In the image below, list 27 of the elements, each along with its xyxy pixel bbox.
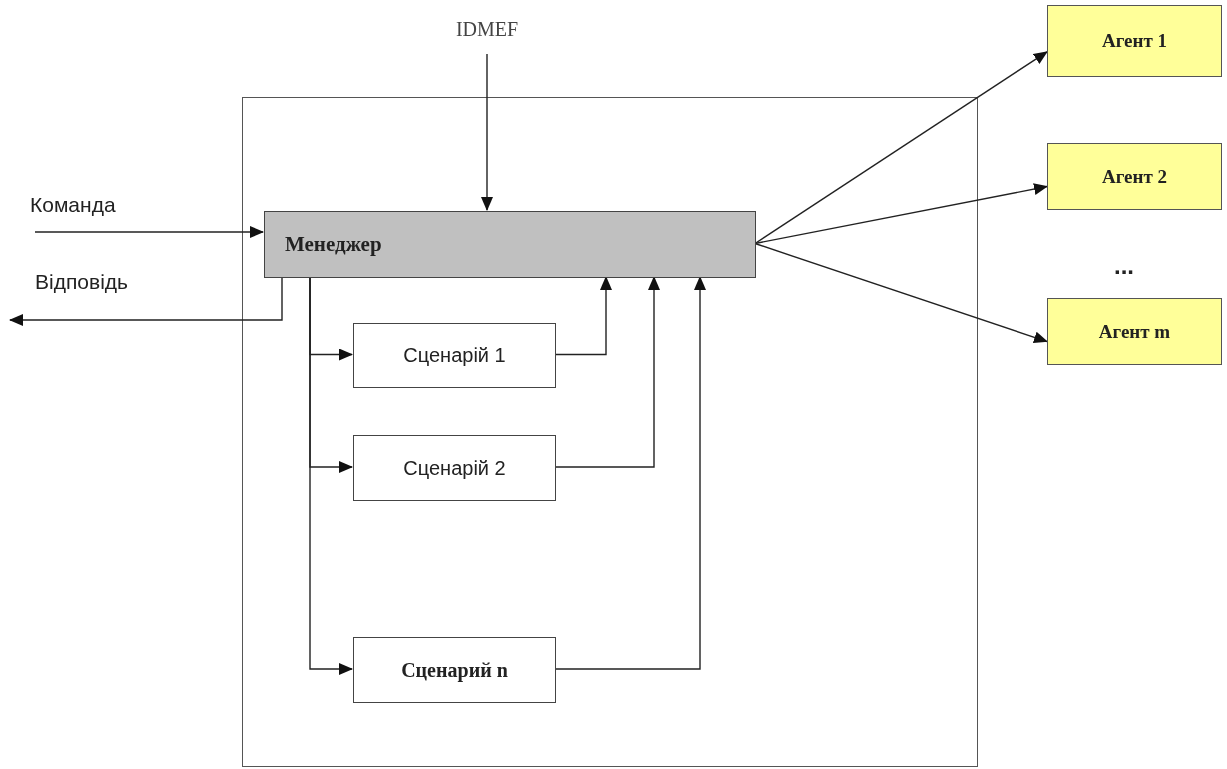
arrow (481, 53, 493, 211)
arrow (754, 51, 1048, 245)
manager-box (264, 211, 756, 278)
box-label: Сценарій 1 (403, 344, 506, 367)
box-label: Агент 2 (1101, 165, 1168, 188)
scenario-box (353, 637, 556, 703)
box-label: Сценарий n (401, 658, 508, 682)
box-label: Сценарій 2 (403, 456, 506, 480)
scenario-box (353, 435, 556, 501)
scenario-box (353, 323, 556, 388)
arrow (754, 183, 1048, 245)
box-label: Агент m (1098, 320, 1171, 343)
arrow (554, 276, 660, 468)
agent-box (1047, 298, 1222, 365)
agent-box (1047, 143, 1222, 210)
arrow (554, 276, 706, 670)
container-box (242, 97, 978, 767)
arrow (554, 276, 612, 356)
signal-label: IDMEF (455, 18, 519, 41)
box-label: Менеджер (285, 232, 382, 257)
ellipsis-label: ... (1114, 252, 1134, 280)
arrow (309, 276, 353, 675)
box-label: Агент 1 (1101, 30, 1168, 52)
agent-box (1047, 5, 1222, 77)
arrow (34, 226, 264, 238)
arrow (9, 276, 283, 326)
arrow (754, 242, 1048, 344)
